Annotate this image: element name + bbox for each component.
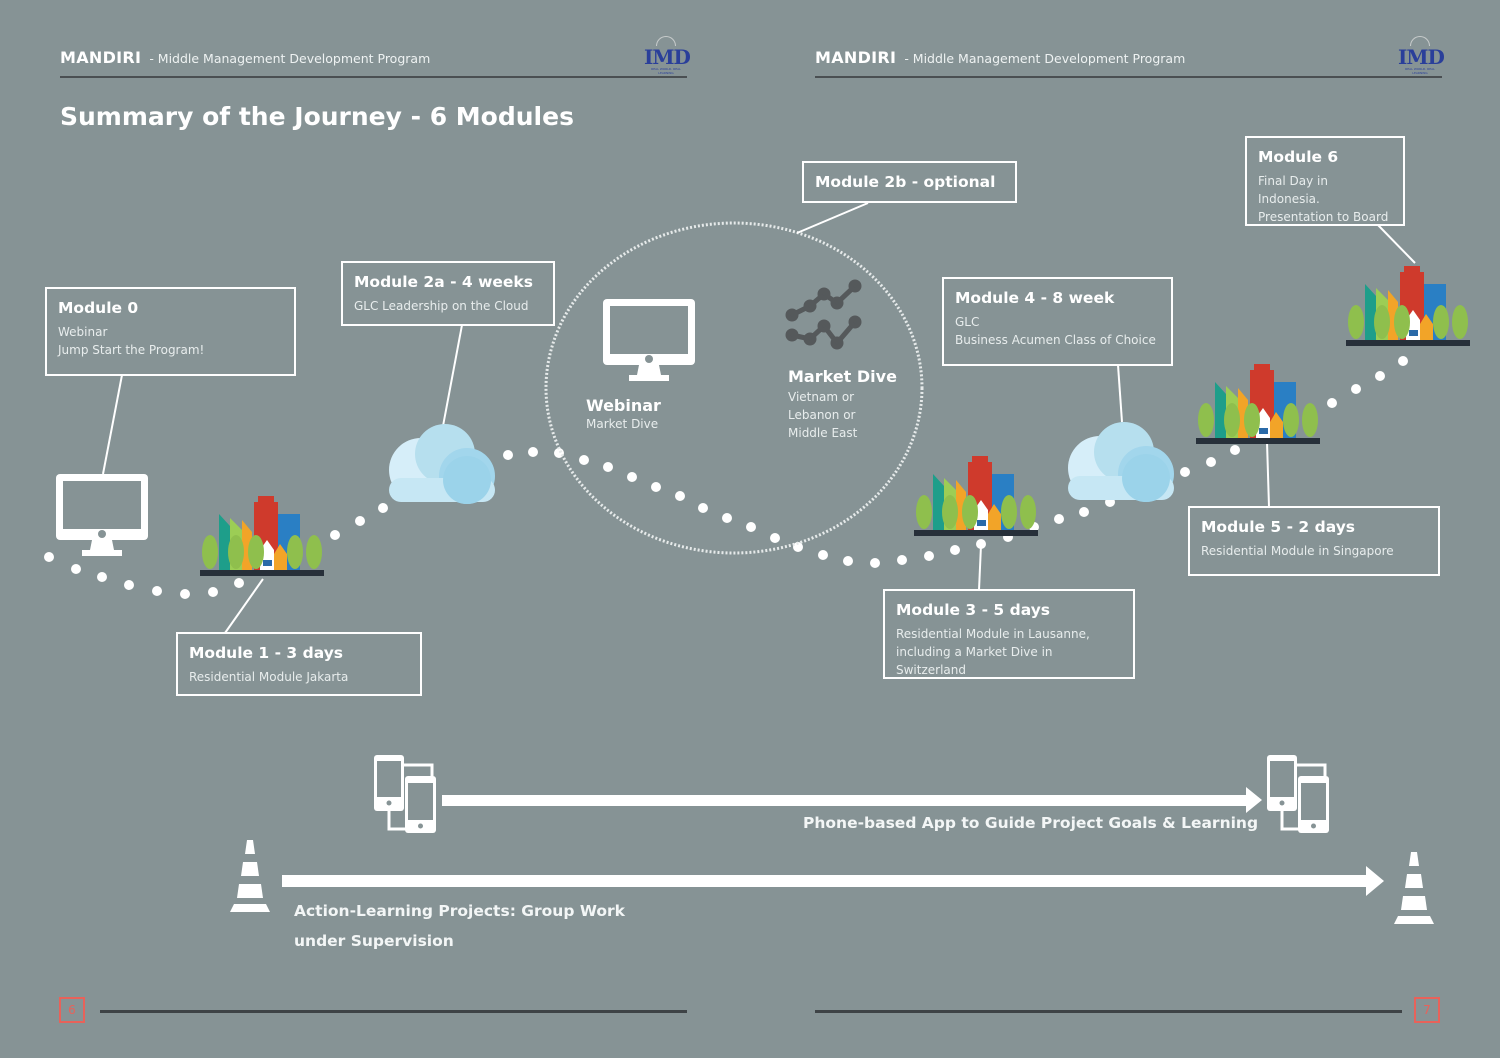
module-5-box: Module 5 - 2 days Residential Module in … <box>1188 506 1440 576</box>
dotted-path <box>44 356 1408 599</box>
city-icon <box>200 496 324 576</box>
cloud-icon <box>389 424 495 504</box>
imd-logo: IMD REAL WORLD. REAL LEARNING <box>644 36 691 75</box>
page-number-right: 7 <box>1414 997 1440 1023</box>
action-learning-label: Action-Learning Projects: Group Work und… <box>294 902 625 950</box>
footer-divider <box>100 1010 687 1013</box>
header-right: MANDIRI - Middle Management Development P… <box>815 48 1185 67</box>
phone-app-label: Phone-based App to Guide Project Goals &… <box>803 814 1259 832</box>
brand-name: MANDIRI <box>815 48 897 67</box>
cloud-icon <box>1068 422 1174 502</box>
traffic-cone-icon <box>230 840 270 912</box>
header-left: MANDIRI - Middle Management Development P… <box>60 48 430 67</box>
arrow-head-icon <box>1366 866 1384 896</box>
action-learning-arrow <box>282 875 1368 887</box>
phones-icon <box>1265 753 1331 835</box>
traffic-cone-icon <box>1394 852 1434 924</box>
module-4-box: Module 4 - 8 week GLC Business Acumen Cl… <box>942 277 1173 366</box>
arrow-head-icon <box>1246 787 1262 813</box>
program-subtitle: - Middle Management Development Program <box>904 51 1186 66</box>
phone-app-arrow <box>442 795 1248 806</box>
header-divider <box>815 76 1442 78</box>
city-icon <box>1346 266 1470 346</box>
connector-lines <box>102 202 1416 634</box>
market-dive-label: Market Dive Vietnam or Lebanon or Middle… <box>788 367 897 440</box>
program-subtitle: - Middle Management Development Program <box>149 51 431 66</box>
city-icon <box>914 456 1038 536</box>
city-icon <box>1196 364 1320 444</box>
footer-divider <box>815 1010 1402 1013</box>
page-title: Summary of the Journey - 6 Modules <box>60 102 574 131</box>
module-2a-box: Module 2a - 4 weeks GLC Leadership on th… <box>341 261 555 326</box>
chart-line-icon <box>785 279 862 350</box>
webinar-label: Webinar Market Dive <box>586 396 661 431</box>
module-6-box: Module 6 Final Day in Indonesia. Present… <box>1245 136 1405 226</box>
module-0-box: Module 0 Webinar Jump Start the Program! <box>45 287 296 376</box>
module-3-box: Module 3 - 5 days Residential Module in … <box>883 589 1135 679</box>
monitor-icon <box>56 474 148 556</box>
module-1-box: Module 1 - 3 days Residential Module Jak… <box>176 632 422 696</box>
imd-logo: IMD REAL WORLD. REAL LEARNING <box>1398 36 1445 75</box>
monitor-icon <box>603 299 695 381</box>
page-number-left: 6 <box>59 997 85 1023</box>
module-2b-box: Module 2b - optional <box>802 161 1017 203</box>
header-divider <box>60 76 687 78</box>
brand-name: MANDIRI <box>60 48 142 67</box>
optional-module-circle <box>544 221 924 555</box>
phones-icon <box>372 753 438 835</box>
